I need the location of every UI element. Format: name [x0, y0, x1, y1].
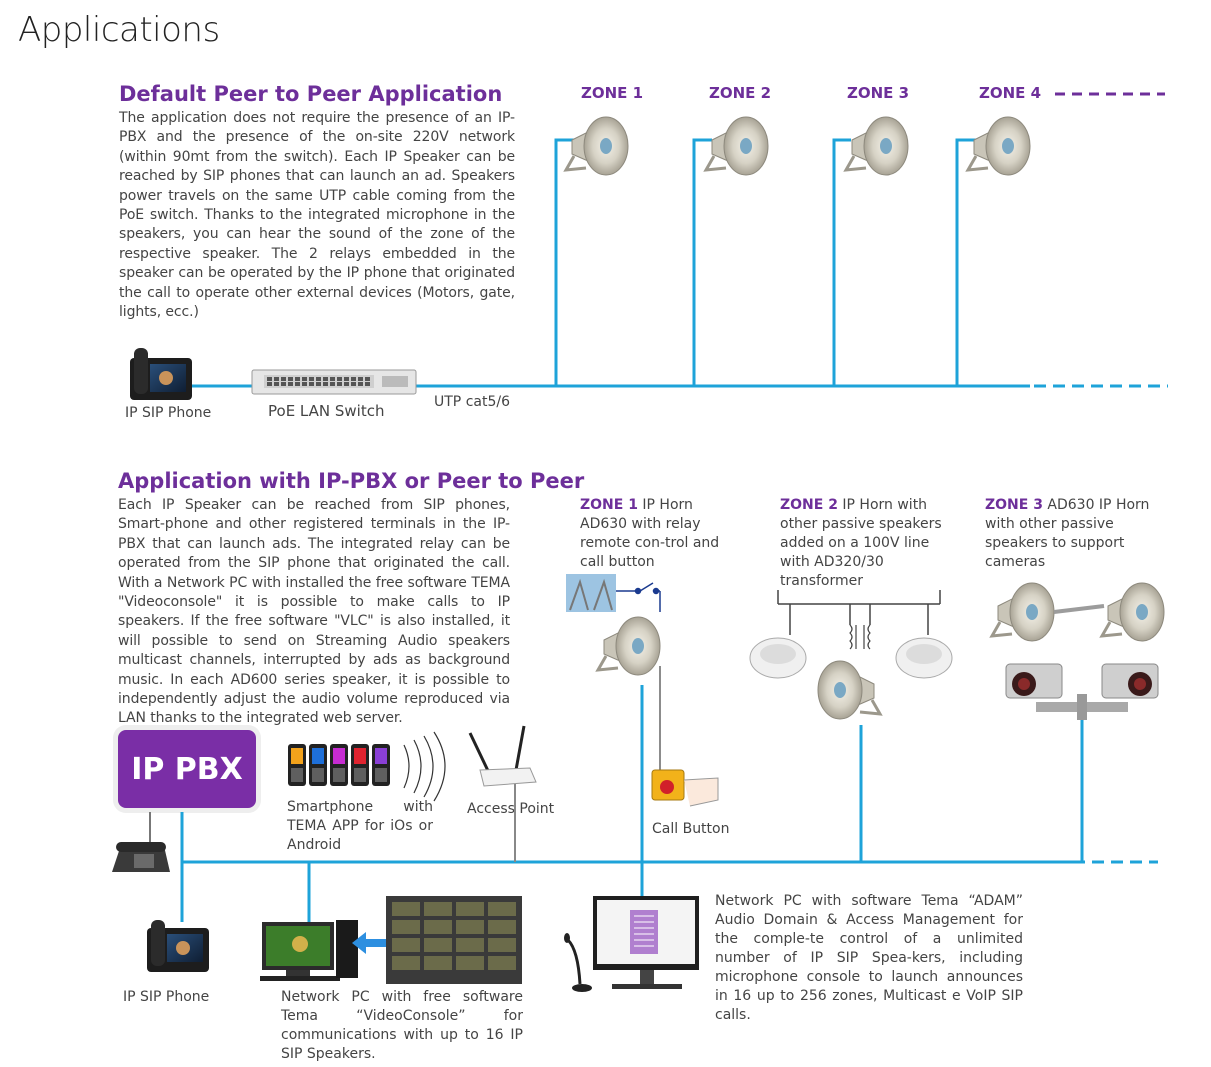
zone3-horn-icon: [844, 115, 910, 177]
adam-caption: Network PC with software Tema “ADAM” Aud…: [715, 893, 1023, 1023]
section2-title: Application with IP-PBX or Peer to Peer: [118, 469, 585, 493]
section2-body: Each IP Speaker can be reached from SIP …: [118, 497, 510, 727]
zone1-label: ZONE 1: [581, 84, 644, 102]
s2-zone1-horn-icon: [596, 615, 662, 677]
zone2-label: ZONE 2: [709, 84, 772, 102]
zone2-100v-line: [777, 590, 941, 635]
s2-zone3-horn-right-icon: [1100, 581, 1166, 643]
zone4-label: ZONE 4: [979, 84, 1042, 102]
wireless-waves-icon: [403, 731, 446, 802]
s2-zone2-desc: ZONE 2 IP Horn with other passive speake…: [780, 496, 960, 591]
s2-zone1-name: ZONE 1: [580, 497, 638, 513]
call-button-caption: Call Button: [652, 821, 730, 837]
s1-switch-caption: PoE LAN Switch: [268, 402, 385, 420]
adam-pc-icon: [593, 896, 699, 989]
access-point-icon: [468, 725, 537, 787]
call-button-icon: [651, 769, 719, 807]
desk-phone-icon: [112, 842, 170, 872]
microphone-icon: [564, 933, 592, 992]
camera-left-icon: [1005, 663, 1063, 699]
s1-phone-caption: IP SIP Phone: [125, 405, 212, 421]
ceiling-speaker-left-icon: [749, 637, 807, 679]
transformer-icon: [849, 624, 871, 650]
access-point-caption: Access Point: [467, 801, 555, 817]
s2-zone3-text: AD630 IP Horn with other passive speaker…: [985, 497, 1150, 570]
s2-zone3-desc: ZONE 3 AD630 IP Horn with other passive …: [985, 496, 1167, 572]
ip-phone-icon: [130, 348, 192, 400]
relay-switch-icon: [616, 582, 661, 612]
arrow-left-icon: [352, 932, 386, 954]
ceiling-speaker-right-icon: [895, 637, 953, 679]
section1-title: Default Peer to Peer Application: [119, 82, 503, 106]
videoconsole-grid: [392, 902, 516, 970]
zone1-horn-icon: [564, 115, 630, 177]
zone2-horn-icon: [704, 115, 770, 177]
section1-lan-line: [190, 138, 1168, 388]
s2-zone2-horn-icon: [816, 659, 882, 721]
s1-cable-caption: UTP cat5/6: [434, 394, 510, 410]
s2-zone1-text: IP Horn AD630 with relay remote con-trol…: [580, 497, 720, 570]
camera-mount-icon: [1036, 694, 1128, 720]
section1-body: The application does not require the pre…: [119, 110, 515, 321]
gate-icon: [566, 574, 616, 612]
s2-zone3-horn-left-icon: [990, 581, 1056, 643]
zone3-label: ZONE 3: [847, 84, 910, 102]
s2-zone3-name: ZONE 3: [985, 497, 1043, 513]
videoconsole-caption: Network PC with free software Tema “Vide…: [281, 989, 523, 1062]
poe-switch-icon: [251, 369, 417, 395]
camera-right-icon: [1101, 663, 1159, 699]
s2-zone2-name: ZONE 2: [780, 497, 838, 513]
s2-zone2-text: IP Horn with other passive speakers adde…: [780, 497, 942, 589]
ip-pbx-box: IP PBX: [118, 730, 256, 808]
smartphone-caption: Smartphone with TEMA APP for iOs or Andr…: [287, 799, 433, 853]
s2-phone-caption: IP SIP Phone: [123, 989, 210, 1005]
section2-lan-line: [180, 685, 1158, 922]
zone4-horn-icon: [966, 115, 1032, 177]
s2-zone1-desc: ZONE 1 IP Horn AD630 with relay remote c…: [580, 496, 740, 572]
page-title: Applications: [18, 10, 220, 50]
smartphones-icon: [288, 744, 390, 786]
horn-bracket: [1053, 604, 1105, 614]
ip-phone-2-icon: [147, 920, 209, 972]
